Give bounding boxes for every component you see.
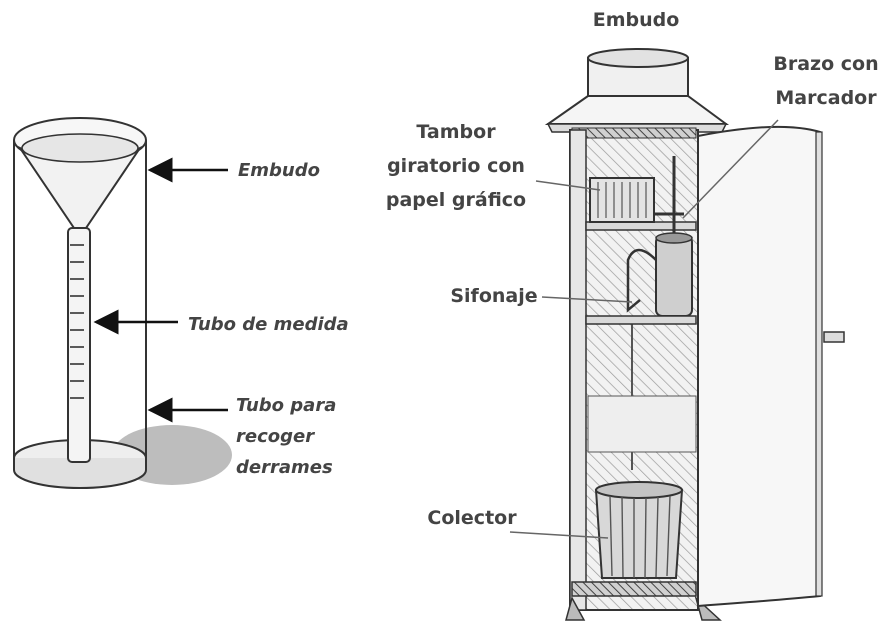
float-chamber bbox=[655, 235, 693, 317]
label-drum-1: Tambor bbox=[416, 121, 496, 143]
door-latch bbox=[823, 331, 845, 343]
measuring-tube bbox=[67, 227, 91, 463]
gauge-feet bbox=[565, 595, 722, 621]
label-funnel-left: Embudo bbox=[238, 160, 320, 181]
label-collector: Colector bbox=[427, 507, 517, 529]
label-marker-arm-2: Marcador bbox=[775, 87, 877, 109]
siphon-tube bbox=[626, 248, 657, 313]
label-funnel-right: Embudo bbox=[593, 9, 680, 31]
label-overflow-tube-3: derrames bbox=[236, 457, 333, 478]
siphon-leader bbox=[541, 296, 633, 303]
label-drum-3: papel gráfico bbox=[386, 189, 526, 211]
measuring-tube-graduations bbox=[70, 244, 84, 399]
simple-rain-gauge: Embudo Tubo de medida Tubo para recoger … bbox=[13, 117, 349, 489]
marker-arm-leader bbox=[682, 119, 779, 219]
gauge-hood bbox=[544, 95, 730, 125]
label-siphon: Sifonaje bbox=[450, 285, 537, 307]
open-door bbox=[697, 125, 821, 608]
label-measuring-tube: Tubo de medida bbox=[188, 314, 349, 335]
label-overflow-tube-1: Tubo para bbox=[236, 395, 336, 416]
recording-rain-gauge: Embudo Brazo con Marcador Tambor girator… bbox=[386, 9, 879, 621]
drum-leader bbox=[535, 180, 601, 191]
label-overflow-tube-2: recoger bbox=[236, 426, 315, 447]
label-marker-arm-1: Brazo con bbox=[773, 53, 878, 75]
upper-shelf bbox=[585, 221, 697, 231]
collector-leader bbox=[509, 531, 609, 539]
body-band bbox=[587, 395, 697, 453]
middle-shelf bbox=[585, 315, 697, 325]
label-drum-2: giratorio con bbox=[387, 155, 525, 177]
